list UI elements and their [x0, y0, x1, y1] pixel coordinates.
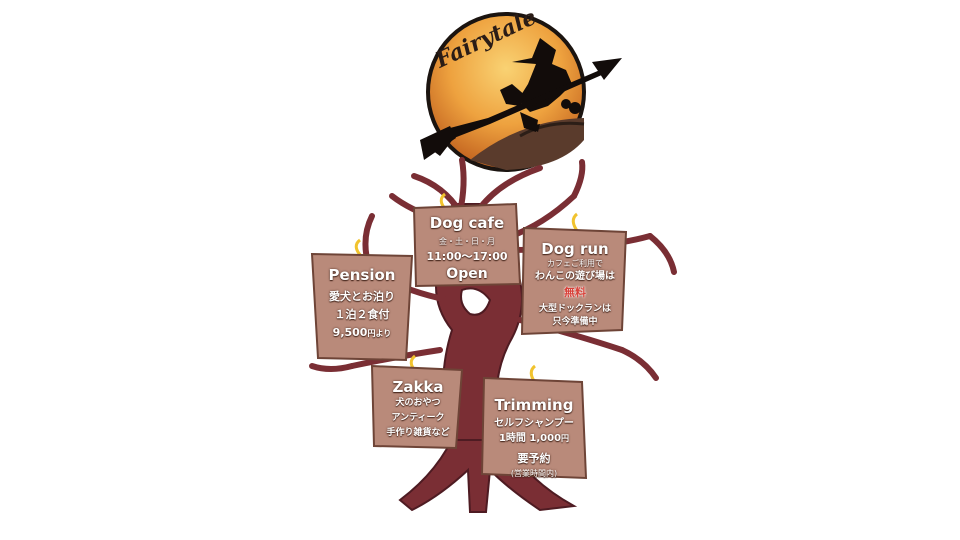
zakka-line1: 犬のおやつ — [395, 398, 441, 408]
trimming-note: (営業時間内) — [510, 469, 558, 478]
dog-cafe-days: 金・土・日・月 — [439, 237, 495, 246]
zakka-line2: アンティーク — [391, 413, 445, 423]
board-trimming — [480, 376, 588, 480]
witch-on-broom-icon — [420, 38, 622, 160]
zakka-title: Zakka — [392, 378, 444, 396]
dog-run-line1: わんこの遊び場は — [535, 271, 615, 282]
dog-run-line2: 大型ドックランは — [538, 304, 611, 314]
dog-run-note: カフェご利用で — [547, 259, 603, 268]
pension-price: 9,500 — [332, 326, 368, 339]
sign-dog-cafe: Dog cafe 金・土・日・月 11:00〜17:00 Open — [416, 214, 518, 282]
dog-cafe-title: Dog cafe — [429, 214, 505, 232]
sign-trimming: Trimming セルフシャンプー 1時間 1,000円 要予約 (営業時間内) — [484, 396, 584, 480]
sign-pension: Pension 愛犬とお泊り １泊２食付 9,500円より — [314, 266, 410, 342]
trimming-title: Trimming — [494, 396, 574, 414]
board-dog-cafe — [412, 202, 522, 288]
dog-cafe-hours: 11:00〜17:00 — [426, 250, 508, 263]
pension-line2: １泊２食付 — [334, 308, 390, 321]
sign-dog-run: Dog run カフェご利用で わんこの遊び場は 無料 大型ドックランは 只今準… — [526, 240, 624, 328]
dog-cafe-status: Open — [446, 266, 488, 282]
sign-zakka: Zakka 犬のおやつ アンティーク 手作り雑貨など — [374, 378, 462, 441]
board-dog-run — [520, 226, 628, 336]
dog-run-line3: 只今準備中 — [552, 317, 598, 327]
trimming-line2-suffix: 円 — [561, 434, 570, 443]
board-pension — [310, 252, 414, 362]
trimming-line2: 1時間 1,000 — [498, 433, 562, 444]
pension-price-suffix: 円より — [367, 329, 392, 338]
wooden-boards — [310, 202, 628, 480]
pension-title: Pension — [328, 266, 396, 284]
board-zakka — [370, 364, 464, 450]
trimming-line1: セルフシャンプー — [494, 418, 574, 429]
pension-line1: 愛犬とお泊り — [329, 290, 395, 303]
trimming-reserve: 要予約 — [517, 452, 551, 465]
dog-run-title: Dog run — [541, 240, 609, 258]
dog-run-free: 無料 — [564, 286, 586, 299]
zakka-line3: 手作り雑貨など — [386, 428, 450, 438]
